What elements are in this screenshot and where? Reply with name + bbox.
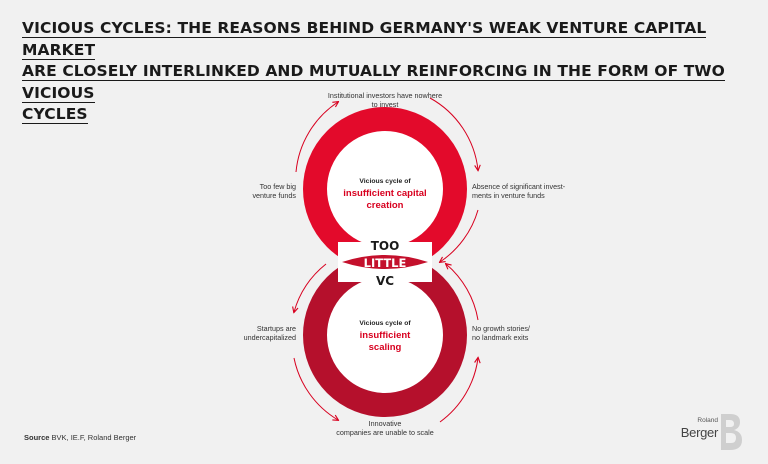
label-right-upper-line2: ments in venture funds	[472, 191, 545, 200]
top-cycle-line1: Vicious cycle of	[359, 178, 411, 185]
top-cycle-line3: creation	[367, 200, 404, 211]
label-right-lower-line1: No growth stories/	[472, 324, 530, 333]
label-top-line1: Institutional investors have nowhere	[328, 91, 442, 100]
center-too: TOO	[371, 239, 400, 253]
label-top-line2: to invest	[372, 100, 399, 109]
logo-roland: Roland	[697, 417, 718, 424]
little-band	[342, 255, 428, 269]
arrow-top-right	[429, 97, 478, 170]
source-note: Source BVK, IE.F, Roland Berger	[24, 433, 136, 442]
source-text: BVK, IE.F, Roland Berger	[51, 433, 137, 442]
bottom-cycle-line3: scaling	[369, 342, 402, 353]
page-title: VICIOUS CYCLES: THE REASONS BEHIND GERMA…	[22, 18, 742, 126]
arrow-right-down	[440, 209, 479, 262]
bottom-cycle-line2: insufficient	[360, 330, 412, 341]
title-line-1: VICIOUS CYCLES: THE REASONS BEHIND GERMA…	[22, 19, 707, 60]
top-cycle-line2: insufficient capital	[343, 188, 426, 199]
logo-berger: Berger	[680, 425, 719, 440]
arrow-bottom-right	[439, 358, 478, 423]
label-right-upper-line1: Absence of significant invest-	[472, 182, 566, 191]
label-left-upper-line1: Too few big	[260, 182, 296, 191]
label-bottom-line2: companies are unable to scale	[336, 428, 434, 437]
logo-b-mark-icon	[721, 414, 742, 450]
label-left-lower-line1: Startups are	[257, 324, 296, 333]
label-right-lower-line2: no landmark exits	[472, 333, 529, 342]
roland-berger-logo: Roland Berger	[668, 412, 748, 452]
title-line-3: CYCLES	[22, 105, 88, 124]
arrow-center-left-down	[294, 263, 327, 312]
source-label: Source	[24, 433, 50, 442]
center-vc: VC	[376, 274, 394, 288]
label-left-lower-line2: undercapitalized	[244, 333, 296, 342]
bottom-cycle-line1: Vicious cycle of	[359, 320, 411, 327]
label-left-upper-line2: venture funds	[252, 191, 296, 200]
arrow-left-up	[295, 102, 338, 173]
label-bottom-line1: Innovative	[369, 419, 402, 428]
title-line-2: ARE CLOSELY INTERLINKED AND MUTUALLY REI…	[22, 62, 725, 103]
arrow-right-up	[446, 264, 479, 321]
arrow-left-bottom	[293, 357, 338, 420]
center-little: LITTLE	[364, 256, 407, 270]
